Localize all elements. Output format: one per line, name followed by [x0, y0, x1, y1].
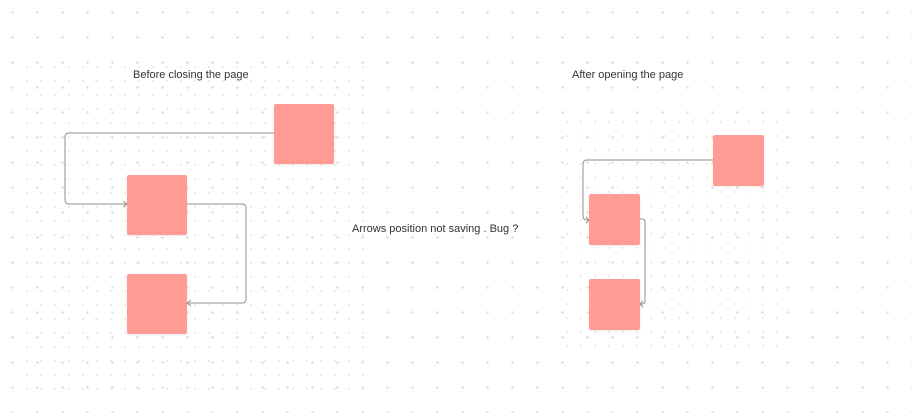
- before-box-top-right[interactable]: [274, 104, 334, 164]
- bug-note: Arrows position not saving . Bug ?: [352, 223, 519, 235]
- after-box-middle[interactable]: [589, 194, 640, 245]
- after-title: After opening the page: [572, 69, 684, 81]
- before-box-middle[interactable]: [127, 175, 187, 235]
- before-box-bottom[interactable]: [127, 274, 187, 334]
- before-title: Before closing the page: [133, 69, 249, 81]
- after-box-bottom[interactable]: [589, 279, 640, 330]
- after-box-top-right[interactable]: [713, 135, 764, 186]
